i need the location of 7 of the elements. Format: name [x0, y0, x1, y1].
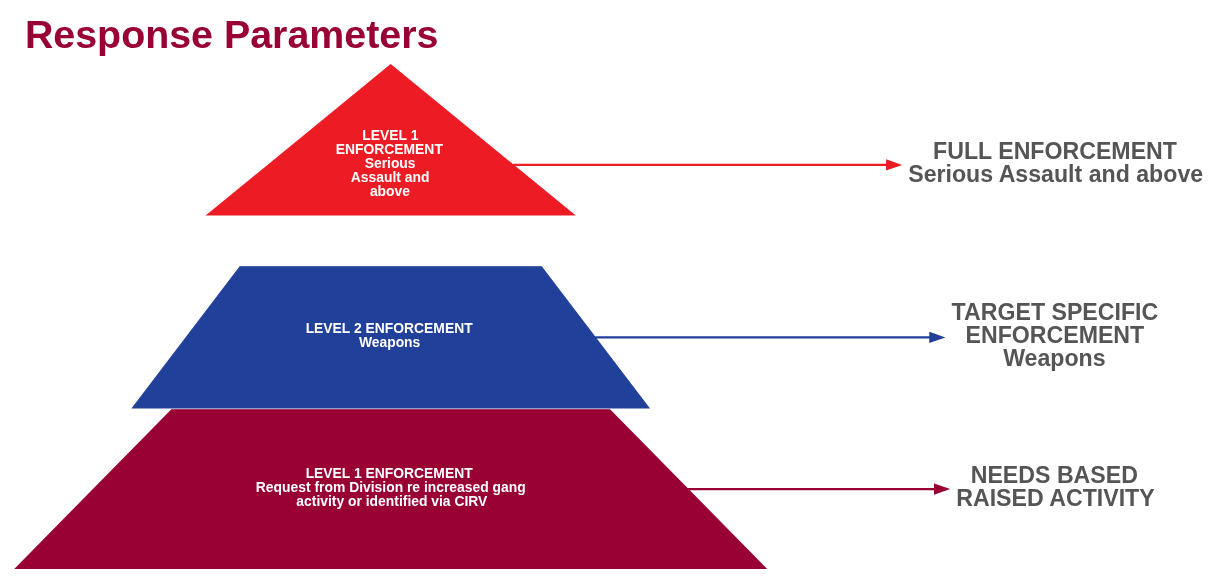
node-text: NEEDS BASED RAISED ACTIVITY — [955, 462, 1155, 512]
diagram-title: Response Parameters — [24, 11, 438, 56]
arrow — [594, 331, 945, 344]
arrow — [512, 159, 902, 171]
arrow — [687, 483, 950, 495]
node-text: FULL ENFORCEMENT Serious Assault and above — [907, 138, 1203, 188]
node-text: TARGET SPECIFIC ENFORCEMENT Weapons — [951, 299, 1158, 372]
